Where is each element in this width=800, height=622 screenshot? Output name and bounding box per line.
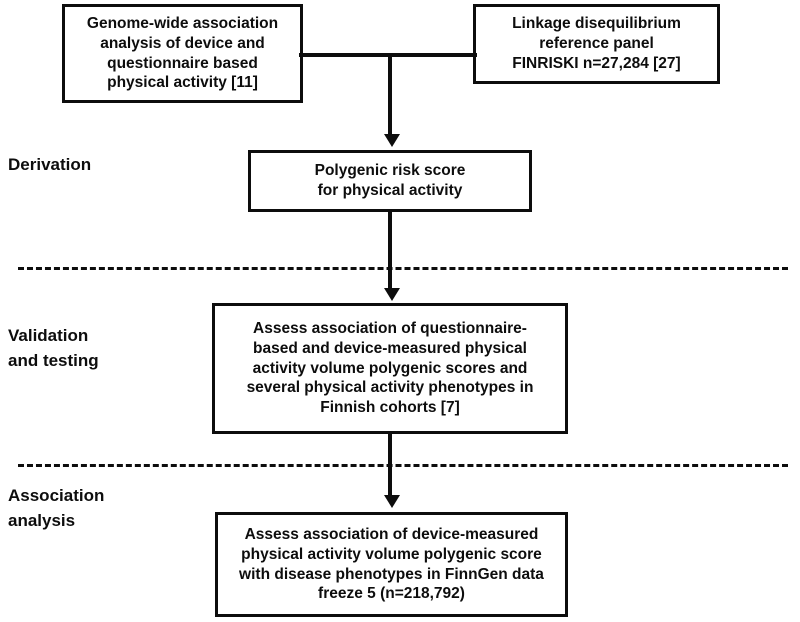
stage-label-derivation: Derivation [8,155,92,174]
section-divider-derivation-validation [18,267,788,270]
flow-box-validation: Assess association of questionnaire- bas… [212,303,568,434]
flow-box-association-analysis: Assess association of device-measured ph… [215,512,568,617]
stage-label-association-analysis: Association analysis [8,486,105,531]
flow-box-gwas: Genome-wide association analysis of devi… [62,4,303,103]
connector-merge-drop [388,53,392,136]
stage-label-validation-and-testing: Validation and testing [8,326,99,371]
flow-box-polygenic-risk-score: Polygenic risk score for physical activi… [248,150,532,212]
section-divider-validation-association [18,464,788,467]
connector-prs-to-validation [388,212,392,288]
arrowhead-to-association [384,495,400,508]
flow-box-ld-reference-panel: Linkage disequilibrium reference panel F… [473,4,720,84]
arrowhead-to-polygenic-risk-score [384,134,400,147]
arrowhead-to-validation [384,288,400,301]
